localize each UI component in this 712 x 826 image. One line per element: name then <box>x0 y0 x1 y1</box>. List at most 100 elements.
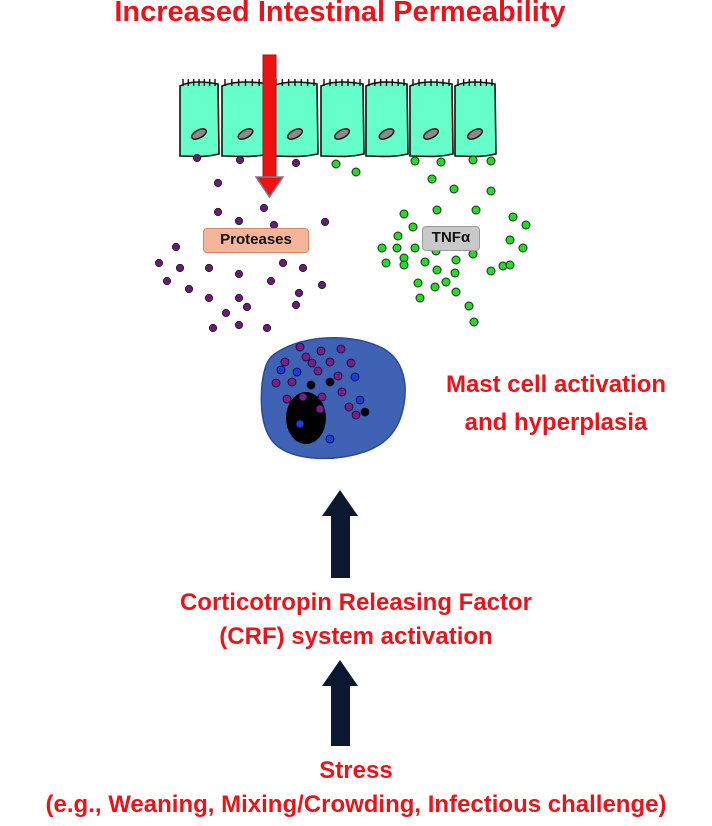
mast-granule <box>351 410 361 420</box>
tnf-granule <box>399 260 409 270</box>
mast-granule <box>344 402 354 412</box>
tnf-granule <box>505 235 515 245</box>
tnf-granule <box>449 184 459 194</box>
mast-granule <box>360 407 370 417</box>
permeability-arrow <box>254 54 285 199</box>
epithelial-nucleus <box>190 128 208 140</box>
protease-granule <box>317 280 327 290</box>
mast-granule <box>315 404 325 414</box>
epithelial-cell <box>454 79 497 158</box>
protease-granule <box>234 269 244 279</box>
mast-granule <box>295 342 305 352</box>
protease-granule <box>298 263 308 273</box>
mast-granule <box>313 366 323 376</box>
tnf-granule <box>408 222 418 232</box>
mast-granule <box>282 394 292 404</box>
protease-granule <box>154 258 164 268</box>
mast-granule <box>316 346 326 356</box>
protease-granule <box>192 153 202 163</box>
mast-granule <box>337 387 347 397</box>
mast-granule <box>271 378 281 388</box>
epithelial-nucleus <box>466 128 484 140</box>
mast-cell-granules <box>271 342 370 444</box>
mast-granule <box>287 377 297 387</box>
crf-label-line2: (CRF) system activation <box>219 623 493 650</box>
tnf-granule <box>377 243 387 253</box>
tnf-granule <box>432 205 442 215</box>
epithelial-nucleus <box>422 128 440 140</box>
tnf-granule <box>469 317 479 327</box>
stress-label: Stress <box>319 757 393 784</box>
tnf-granule <box>486 186 496 196</box>
mast-granule <box>298 392 308 402</box>
tnf-granule <box>393 231 403 241</box>
tnf-granule <box>430 282 440 292</box>
tnf-granule <box>486 266 496 276</box>
protease-granule <box>262 323 272 333</box>
epithelial-nucleus <box>378 128 395 140</box>
tnf-granule <box>471 205 481 215</box>
protease-granule <box>213 178 223 188</box>
protease-granule <box>291 300 301 310</box>
tnf-alpha-label: TNFα <box>422 226 480 251</box>
protease-granule <box>221 308 231 318</box>
tnf-granule <box>451 287 461 297</box>
tnf-granule <box>420 257 430 267</box>
tnf-granule <box>351 167 361 177</box>
mast-cell-nucleus <box>286 392 326 444</box>
epithelial-cell <box>320 79 365 158</box>
protease-granule <box>235 155 245 165</box>
protease-granule <box>171 242 181 252</box>
epithelial-cell <box>179 79 220 158</box>
tnf-granule <box>521 220 531 230</box>
mast-granule <box>317 392 327 402</box>
tnf-granule <box>441 277 451 287</box>
mast-granule <box>292 367 302 377</box>
protease-granule <box>213 207 223 217</box>
intestinal-epithelium <box>179 79 497 158</box>
tnf-granule <box>518 243 528 253</box>
mast-cell <box>260 337 406 460</box>
epithelial-nucleus <box>333 128 351 140</box>
tnf-granule <box>427 174 437 184</box>
tnf-granule <box>331 159 341 169</box>
protease-granule <box>266 276 276 286</box>
mast-granule <box>355 395 365 405</box>
protease-granule <box>175 263 185 273</box>
protease-granule <box>208 323 218 333</box>
crf-label-line1: Corticotropin Releasing Factor <box>179 589 533 616</box>
protease-granule <box>294 288 304 298</box>
mast-granule <box>301 352 311 362</box>
protease-granule <box>278 258 288 268</box>
mast-granule <box>336 344 346 354</box>
protease-granule <box>162 276 172 286</box>
protease-granule <box>234 320 244 330</box>
tnf-granule <box>450 268 460 278</box>
mast-granule <box>306 380 316 390</box>
page-title: Increased Intestinal Permeability <box>114 0 566 28</box>
tnf-granule <box>413 278 423 288</box>
tnf-granule <box>399 209 409 219</box>
tnf-granule <box>468 155 478 165</box>
tnf-granule <box>392 243 402 253</box>
epithelial-cell <box>365 79 409 158</box>
protease-granule <box>204 263 214 273</box>
protease-granule <box>234 293 244 303</box>
proteases-label: Proteases <box>203 228 309 253</box>
tnf-granule <box>381 258 391 268</box>
protease-granule <box>234 216 244 226</box>
crf-to-mast-arrow <box>322 490 358 578</box>
mast-granule <box>325 357 335 367</box>
mast-granule <box>280 357 290 367</box>
tnf-granule <box>468 249 478 259</box>
protease-granule <box>204 293 214 303</box>
tnf-granule <box>505 260 515 270</box>
protease-granule <box>320 217 330 227</box>
epithelial-nucleus <box>286 128 304 140</box>
tnf-granule <box>432 265 442 275</box>
mast-granule <box>295 419 305 429</box>
mast-cell-hyperplasia-label: and hyperplasia <box>464 409 648 436</box>
mast-granule <box>350 372 360 382</box>
tnf-granule <box>410 156 420 166</box>
stress-to-crf-arrow <box>322 660 358 746</box>
